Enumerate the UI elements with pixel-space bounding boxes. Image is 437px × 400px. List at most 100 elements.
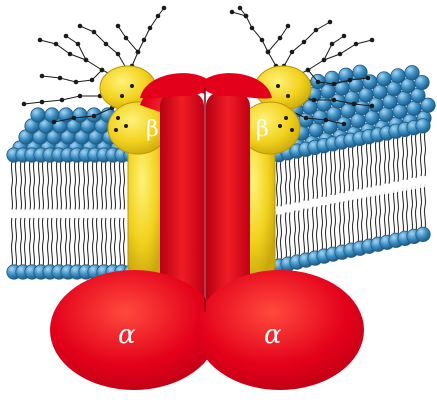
glycan-residue	[116, 52, 121, 57]
glycan-residue	[266, 50, 271, 55]
lipid-tail	[294, 157, 295, 203]
lipid-tail	[325, 205, 326, 250]
glycan-residue	[52, 120, 57, 125]
lipid-tail	[92, 161, 93, 210]
lipid-tail	[411, 186, 412, 230]
glycan-residue	[324, 118, 329, 123]
beta-dot	[286, 94, 290, 98]
lipid-tail	[105, 218, 106, 267]
lipid-tail	[60, 161, 61, 210]
lipid-tail	[38, 218, 39, 267]
glycan-residue	[328, 20, 333, 25]
glycan-residue	[370, 38, 375, 43]
glycan-residue	[142, 38, 147, 43]
lipid-tail	[384, 192, 385, 237]
lipid-tail	[60, 218, 61, 267]
lipid-tail	[397, 190, 398, 235]
lipid-tail	[29, 218, 30, 267]
lipid-tail	[420, 132, 421, 176]
lipid-tail	[38, 161, 39, 210]
lipid-tail	[316, 153, 317, 198]
glycan-residue	[260, 38, 265, 43]
lipid-tail	[15, 161, 16, 210]
glycan-residue	[38, 38, 43, 43]
glycan-residue	[290, 50, 295, 55]
glycan-residue	[92, 114, 97, 119]
lipid-tail	[298, 211, 299, 257]
lipid-tail	[101, 161, 102, 210]
glycan-residue	[338, 52, 343, 57]
lipid-tail	[101, 218, 102, 267]
lipid-tail	[47, 161, 48, 210]
lipid-tail	[33, 161, 34, 210]
glycan-residue	[72, 116, 77, 121]
lipid-tail	[276, 214, 277, 260]
glycan-residue	[342, 34, 347, 39]
lipid-head	[31, 108, 45, 122]
lipid-head	[45, 108, 59, 122]
lipid-tail	[384, 139, 385, 184]
lipid-tail	[110, 161, 111, 210]
lipid-tail	[83, 161, 84, 210]
glycan-residue	[40, 100, 45, 105]
glycan-residue	[90, 78, 95, 83]
lipid-tail	[78, 218, 79, 267]
lipid-tail	[343, 148, 344, 193]
glycan-residue	[314, 28, 319, 33]
glycan-residue	[104, 42, 109, 47]
glycan-residue	[76, 42, 81, 47]
lipid-tail	[83, 218, 84, 267]
lipid-tail	[56, 161, 57, 210]
glycan-residue	[244, 14, 249, 19]
lipid-tail	[123, 218, 124, 267]
lipid-tail	[334, 150, 335, 195]
glycan-residue	[136, 50, 141, 55]
lipid-tail	[276, 161, 277, 207]
lipid-tail	[339, 148, 340, 193]
glycan-residue	[238, 6, 243, 11]
lipid-tail	[20, 218, 21, 267]
lipid-tail	[307, 209, 308, 254]
lipid-tail	[361, 144, 362, 189]
lipid-tail	[330, 203, 331, 248]
lipid-tail	[348, 146, 349, 191]
lipid-tail	[11, 218, 12, 267]
beta-dot	[130, 84, 134, 88]
glycan-residue	[302, 40, 307, 45]
lipid-tail	[366, 143, 367, 188]
lipid-tail	[29, 161, 30, 210]
glycan-residue	[40, 74, 45, 79]
lipid-tail	[69, 218, 70, 267]
beta-dot	[120, 94, 124, 98]
lipid-tail	[316, 207, 317, 252]
lipid-tail	[42, 218, 43, 267]
beta-dot	[290, 128, 294, 132]
lipid-tail	[361, 197, 362, 242]
lipid-tail	[415, 134, 416, 178]
lipid-tail	[69, 161, 70, 210]
lipid-tail	[379, 141, 380, 186]
lipid-tail	[352, 146, 353, 191]
lipid-tail	[285, 159, 286, 205]
alpha-label-left: α	[118, 320, 136, 350]
lipid-tail	[56, 218, 57, 267]
lipid-tail	[289, 212, 290, 258]
lipid-tail	[424, 184, 425, 228]
beta-dot	[278, 124, 282, 128]
lipid-tail	[105, 161, 106, 210]
lipid-tail	[65, 161, 66, 210]
lipid-tail	[402, 135, 403, 179]
lipid-tail	[42, 161, 43, 210]
lipid-tail	[96, 218, 97, 267]
lipid-head	[416, 119, 430, 133]
lipid-tail	[24, 161, 25, 210]
glycan-residue	[352, 102, 357, 107]
lipid-tail	[402, 188, 403, 232]
lipid-head	[391, 69, 405, 83]
glycan-residue	[348, 78, 353, 83]
beta-dot	[124, 124, 128, 128]
glycan-residue	[316, 80, 321, 85]
glycan-residue	[250, 26, 255, 31]
glycan-residue	[322, 58, 327, 63]
